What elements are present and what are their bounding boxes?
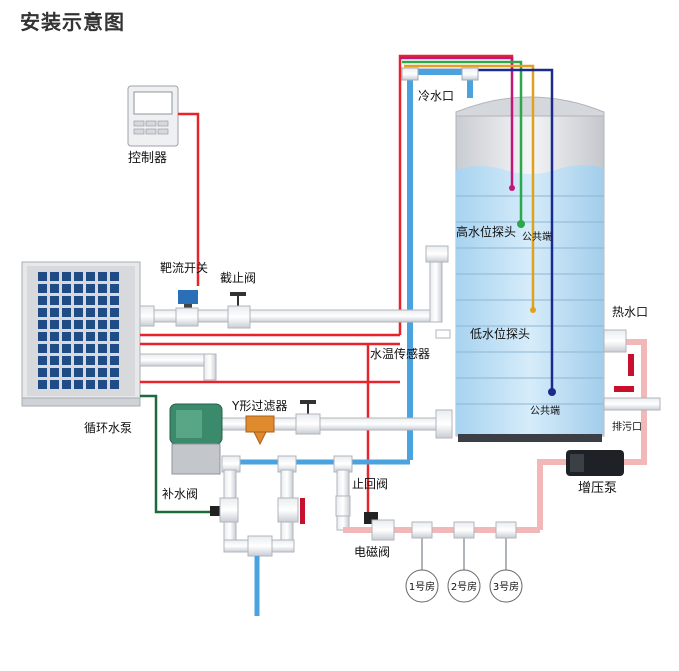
solenoid-valve bbox=[364, 512, 395, 541]
label-water-temp-sensor: 水温传感器 bbox=[370, 346, 430, 361]
label-target-flow-switch: 靶流开关 bbox=[160, 261, 208, 275]
label-drain-outlet: 排污口 bbox=[612, 420, 642, 433]
y-filter bbox=[245, 415, 275, 446]
label-solenoid-valve: 电磁阀 bbox=[354, 544, 390, 559]
label-circulation-pump: 循环水泵 bbox=[84, 421, 132, 435]
low-probe-tip bbox=[530, 307, 536, 313]
room-2: 2号房 bbox=[447, 569, 481, 603]
room-3: 3号房 bbox=[489, 569, 523, 603]
stop-valve bbox=[227, 292, 251, 329]
pump-to-tank-pipe bbox=[219, 409, 453, 439]
common-probe-tip-2 bbox=[548, 388, 556, 396]
make-up-valve-2 bbox=[277, 497, 305, 524]
controller-device bbox=[127, 85, 179, 147]
booster-pump bbox=[566, 450, 624, 476]
water-temp-sensor-probe bbox=[435, 329, 451, 339]
high-probe-tip bbox=[509, 185, 515, 191]
label-controller: 控制器 bbox=[128, 151, 167, 166]
heat-pump-fan-grid bbox=[38, 272, 119, 389]
hot-water-outlet-pipe bbox=[139, 245, 449, 323]
target-flow-switch bbox=[175, 290, 199, 327]
label-cold-water-inlet: 冷水口 bbox=[418, 89, 454, 103]
page-title: 安装示意图 bbox=[20, 10, 125, 34]
hot-outlet-valve bbox=[614, 354, 634, 392]
label-make-up-valve: 补水阀 bbox=[162, 487, 198, 501]
label-booster-pump: 增压泵 bbox=[578, 481, 617, 496]
low-probe-wire bbox=[404, 64, 535, 310]
label-common-end-1: 公共端 bbox=[522, 230, 552, 243]
label-high-level-probe: 高水位探头 bbox=[456, 224, 516, 239]
heat-pump-unit bbox=[21, 261, 141, 407]
heat-pump-outlet-fitting bbox=[139, 305, 155, 327]
label-check-valve: 止回阀 bbox=[352, 477, 388, 491]
room-1: 1号房 bbox=[405, 569, 439, 603]
return-pipe bbox=[139, 353, 217, 381]
high-probe-wire bbox=[400, 56, 514, 188]
label-stop-valve: 截止阀 bbox=[220, 271, 256, 285]
stop-valve-2 bbox=[295, 400, 321, 435]
label-y-filter: Y形过滤器 bbox=[231, 399, 287, 413]
label-hot-water-outlet: 热水口 bbox=[612, 305, 648, 319]
make-up-valve bbox=[210, 497, 239, 523]
water-tank bbox=[455, 96, 605, 442]
label-low-level-probe: 低水位探头 bbox=[470, 326, 530, 341]
check-valve bbox=[335, 495, 351, 517]
common-probe-wire-green bbox=[402, 60, 523, 224]
room-1-label: 1号房 bbox=[409, 580, 435, 593]
common-probe-tip-1 bbox=[517, 220, 525, 228]
room-2-label: 2号房 bbox=[451, 580, 477, 593]
room-3-label: 3号房 bbox=[493, 580, 519, 593]
cold-water-pipe bbox=[401, 67, 479, 460]
label-common-end-2: 公共端 bbox=[530, 404, 560, 417]
circulation-pump bbox=[169, 403, 223, 475]
ground-wire bbox=[140, 394, 214, 514]
